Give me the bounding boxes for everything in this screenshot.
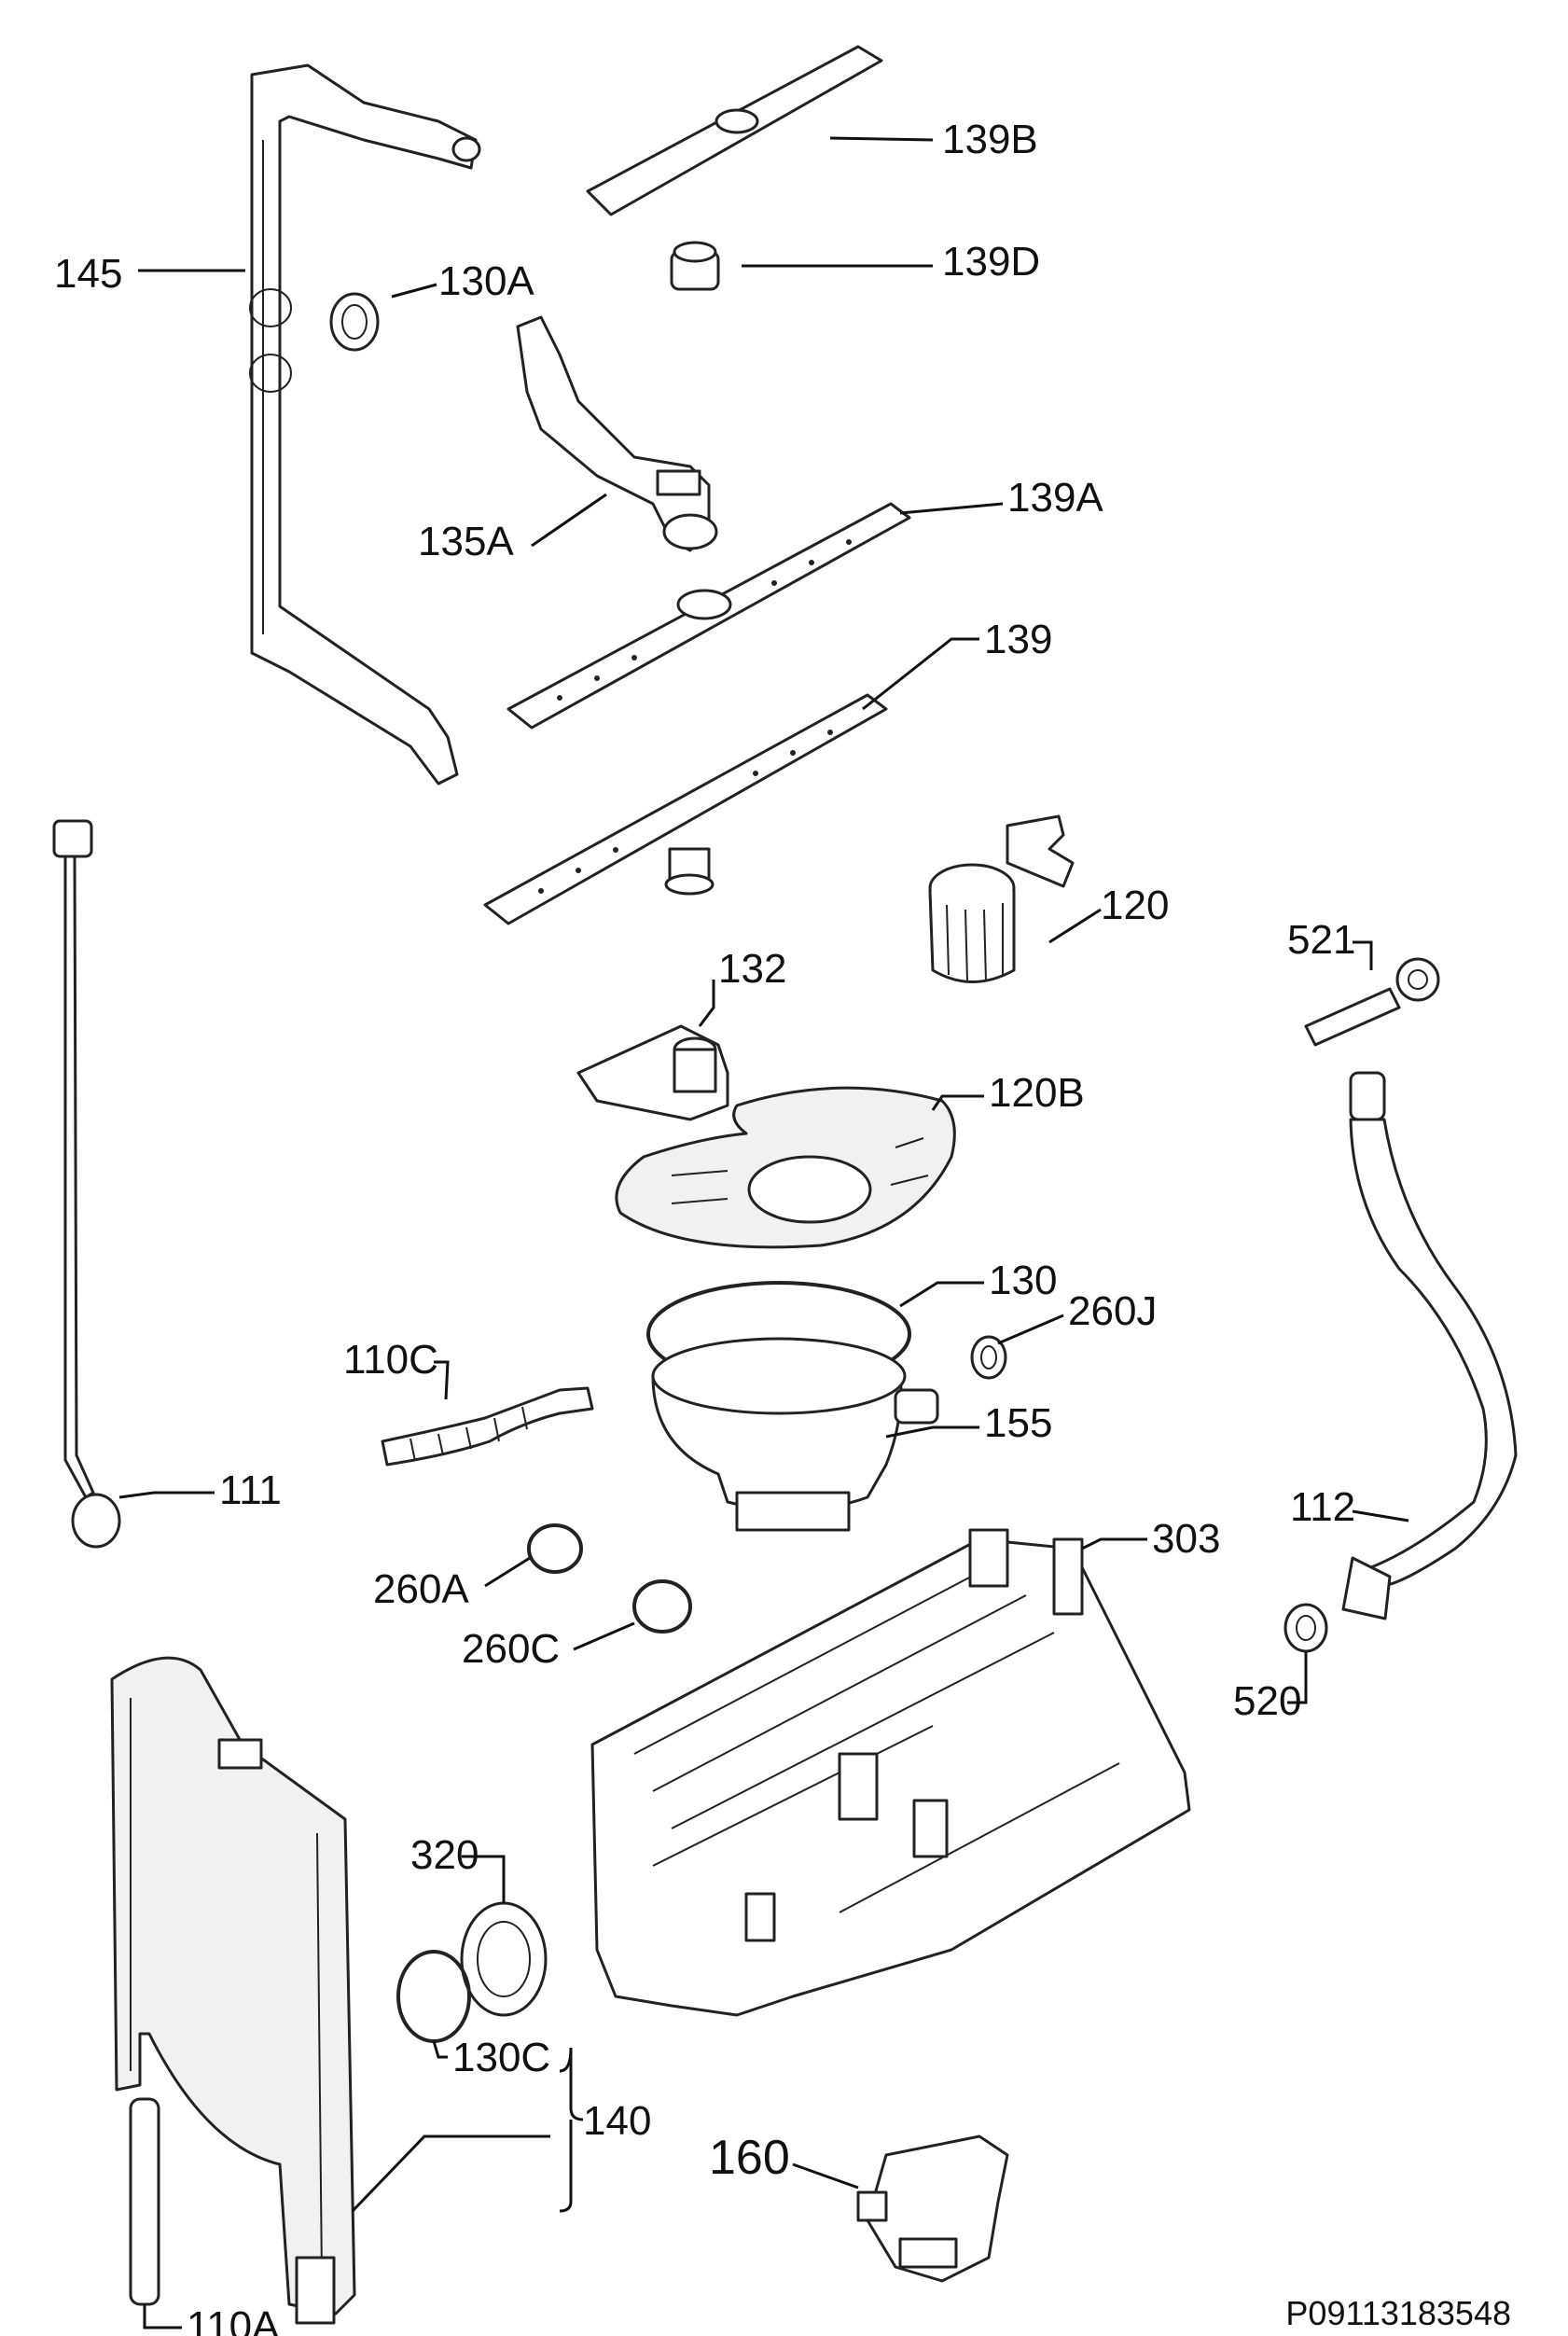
label-160: 160 [709,2131,790,2185]
part-139-lower-spray-arm [483,693,888,925]
part-160-valve [856,2134,1009,2283]
label-132: 132 [718,946,786,992]
part-130A-seal [329,292,380,352]
label-110C: 110C [343,1337,438,1383]
drawing-reference-number: P09113183548 [1285,2294,1511,2332]
part-110C-corrugated-hose [381,1386,594,1467]
part-145-spray-tube [249,63,481,786]
part-260J-clip [970,1335,1007,1380]
part-139A-middle-spray-arm [506,502,911,730]
label-120: 120 [1101,883,1169,928]
label-260C: 260C [462,1626,560,1672]
label-130C: 130C [452,2035,550,2080]
label-520: 520 [1233,1678,1301,1724]
label-260J: 260J [1068,1288,1157,1334]
label-120B: 120B [989,1070,1085,1116]
label-112: 112 [1290,1484,1355,1530]
part-112-drain-hose [1341,1071,1518,1620]
part-110A-side-panel [110,1656,356,2325]
label-139: 139 [984,617,1052,662]
part-135A-support-arm [516,315,718,552]
part-132-sensor-bracket [576,1024,729,1121]
part-139D-nut [670,241,720,291]
label-139D: 139D [942,239,1040,285]
label-139A: 139A [1007,475,1103,521]
part-303-base-tray [590,1528,1191,2017]
label-521: 521 [1287,917,1355,963]
label-111: 111 [219,1467,282,1513]
part-120B-filter-plate [615,1086,956,1249]
part-520-nut [1284,1603,1328,1653]
leader-lines [118,136,1409,2329]
label-303: 303 [1152,1516,1220,1562]
part-155-sump [651,1337,939,1532]
label-260A: 260A [373,1566,469,1612]
label-130A: 130A [438,258,534,304]
part-139B-top-spray-arm [586,45,883,216]
label-155: 155 [984,1400,1052,1446]
label-145: 145 [54,251,122,297]
label-135A: 135A [418,519,514,564]
label-139B: 139B [942,117,1038,162]
callout-labels: 145 130A 139B 139D 135A 139A 139 120 521… [54,117,1511,2336]
part-521-spanner [1304,957,1440,1047]
part-130C-seal [396,1950,471,2043]
label-320: 320 [410,1832,479,1878]
part-120-filter [928,814,1075,983]
part-320-seal [460,1901,548,2017]
part-260A-clamp [527,1523,583,1574]
label-140: 140 [583,2098,651,2144]
part-260C-clamp [632,1579,692,1634]
label-110A: 110A [187,2303,280,2336]
part-111-inlet-hose [52,819,121,1549]
label-130: 130 [989,1258,1057,1303]
